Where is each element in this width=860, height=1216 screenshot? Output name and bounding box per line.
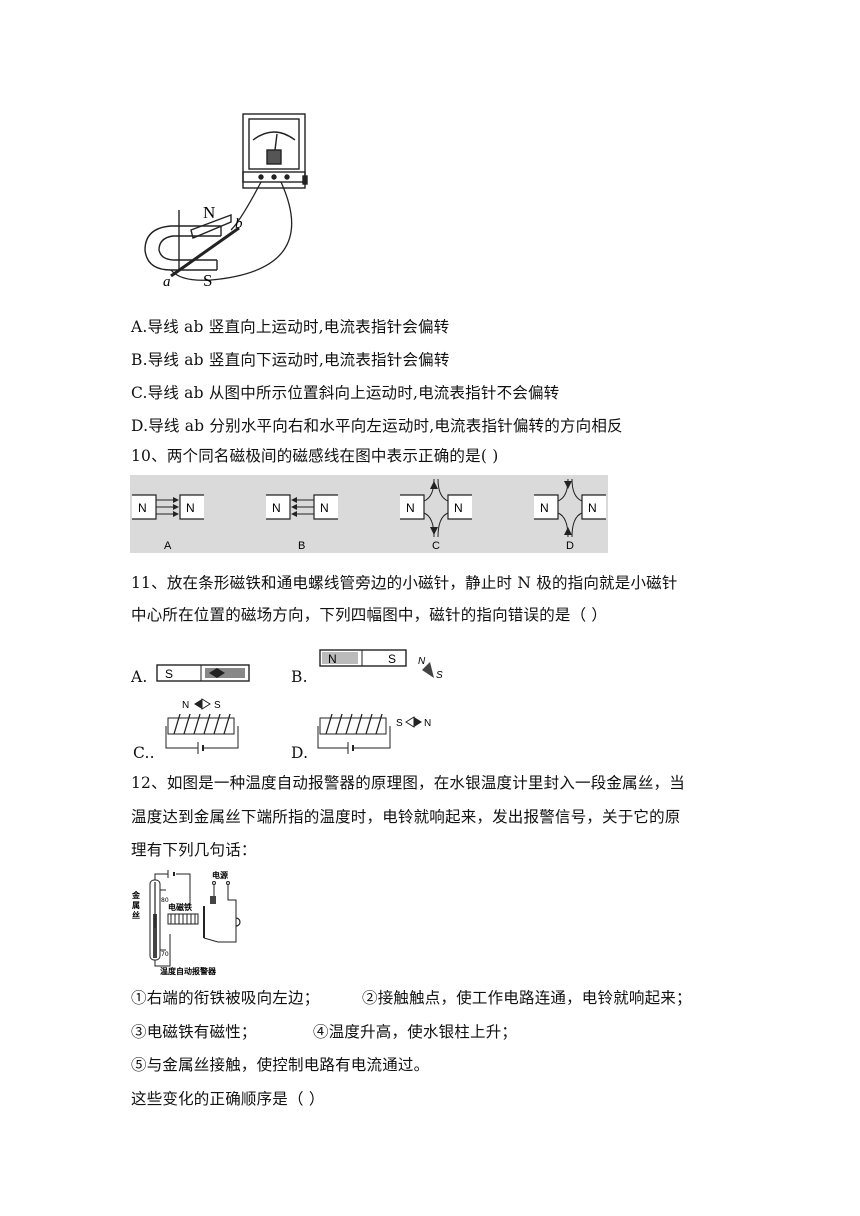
- svg-text:80: 80: [161, 897, 169, 904]
- svg-text:S: S: [436, 670, 443, 681]
- pole-n: N: [203, 203, 215, 222]
- q12-question: 这些变化的正确顺序是（ ）: [131, 1090, 325, 1108]
- svg-text:A: A: [164, 540, 172, 552]
- svg-text:N: N: [454, 501, 463, 515]
- q12-stem-line1: 12、如图是一种温度自动报警器的原理图，在水银温度计里封入一段金属丝，当: [131, 774, 685, 792]
- q11-option-c-label: C..: [133, 744, 155, 762]
- svg-text:电磁铁: 电磁铁: [168, 902, 192, 912]
- q11-figure-a: S: [155, 662, 255, 684]
- svg-text:属: 属: [132, 901, 140, 910]
- q9-option-b: B.导线 ab 竖直向下运动时,电流表指针会偏转: [131, 351, 450, 369]
- u-magnet: [144, 210, 232, 271]
- q12-stem-line2: 温度达到金属丝下端所指的温度时，电铃就响起来，发出报警信号，关于它的原: [131, 808, 681, 826]
- q11-option-b-label: B.: [291, 668, 308, 686]
- svg-text:70: 70: [161, 951, 169, 958]
- svg-text:S: S: [388, 652, 396, 666]
- svg-text:N: N: [424, 718, 431, 729]
- pole-s: S: [203, 271, 212, 290]
- q10-stem: 10、两个同名磁极间的磁感线在图中表示正确的是( ): [131, 447, 499, 465]
- svg-text:D: D: [566, 540, 574, 552]
- end-b: b: [235, 216, 243, 232]
- q12-stem-line3: 理有下列几句话：: [131, 841, 257, 859]
- svg-text:N: N: [138, 501, 147, 515]
- svg-text:N: N: [418, 656, 426, 667]
- svg-text:电源: 电源: [212, 870, 228, 880]
- svg-text:S: S: [396, 718, 403, 729]
- svg-text:C: C: [432, 540, 440, 552]
- svg-text:N: N: [182, 700, 189, 711]
- svg-text:S: S: [165, 667, 173, 681]
- q9-option-a: A.导线 ab 竖直向上运动时,电流表指针会偏转: [131, 318, 450, 336]
- q9-option-c: C.导线 ab 从图中所示位置斜向上运动时,电流表指针不会偏转: [131, 384, 560, 402]
- q10-option-a: N N A: [132, 494, 204, 552]
- q11-figure-b: N S N S: [318, 648, 453, 684]
- q11-stem-line1: 11、放在条形磁铁和通电螺线管旁边的小磁针，静止时 N 极的指向就是小磁针: [131, 574, 678, 592]
- q9-option-d: D.导线 ab 分别水平向右和水平向左运动时,电流表指针偏转的方向相反: [131, 417, 623, 435]
- q10-option-c: N N C: [400, 478, 472, 552]
- svg-text:金: 金: [131, 890, 141, 900]
- q12-statement-5: ⑤与金属丝接触，使控制电路有电流通过。: [131, 1056, 430, 1074]
- end-a: a: [163, 274, 171, 290]
- svg-text:N: N: [272, 501, 281, 515]
- galvanometer: [242, 113, 308, 189]
- q12-statement-1: ①右端的衔铁被吸向左边；: [131, 989, 320, 1007]
- q11-figure-d: S N: [312, 706, 447, 758]
- q11-stem-line2: 中心所在位置的磁场方向，下列四幅图中，磁针的指向错误的是（ ）: [131, 606, 608, 624]
- q9-figure: N S a b: [131, 110, 311, 290]
- svg-text:温度自动报警器: 温度自动报警器: [160, 966, 217, 976]
- q10-figure: N N A N N B N N: [130, 475, 608, 553]
- q10-option-b: N N B: [266, 494, 338, 552]
- q11-option-d-label: D.: [291, 744, 309, 762]
- q12-figure: 80 70 金 属 丝 电磁铁 电源 温度自动报警器: [130, 866, 250, 976]
- q11-figure-c: N S: [158, 696, 248, 758]
- svg-text:N: N: [328, 652, 337, 666]
- conductor-ab: [170, 226, 240, 278]
- q12-statement-2: ②接触触点，使工作电路连通，电铃就响起来；: [362, 989, 692, 1007]
- svg-text:N: N: [540, 501, 549, 515]
- q11-option-a-label: A.: [131, 668, 148, 686]
- svg-text:N: N: [186, 501, 195, 515]
- svg-text:S: S: [214, 700, 221, 711]
- svg-text:N: N: [320, 501, 329, 515]
- svg-text:N: N: [406, 501, 415, 515]
- q12-statement-3: ③电磁铁有磁性；: [131, 1023, 257, 1041]
- q12-statement-4: ④温度升高，使水银柱上升；: [313, 1023, 518, 1041]
- svg-text:N: N: [588, 501, 597, 515]
- q10-option-d: N N D: [534, 478, 606, 552]
- svg-text:B: B: [298, 540, 305, 552]
- svg-text:丝: 丝: [132, 910, 140, 920]
